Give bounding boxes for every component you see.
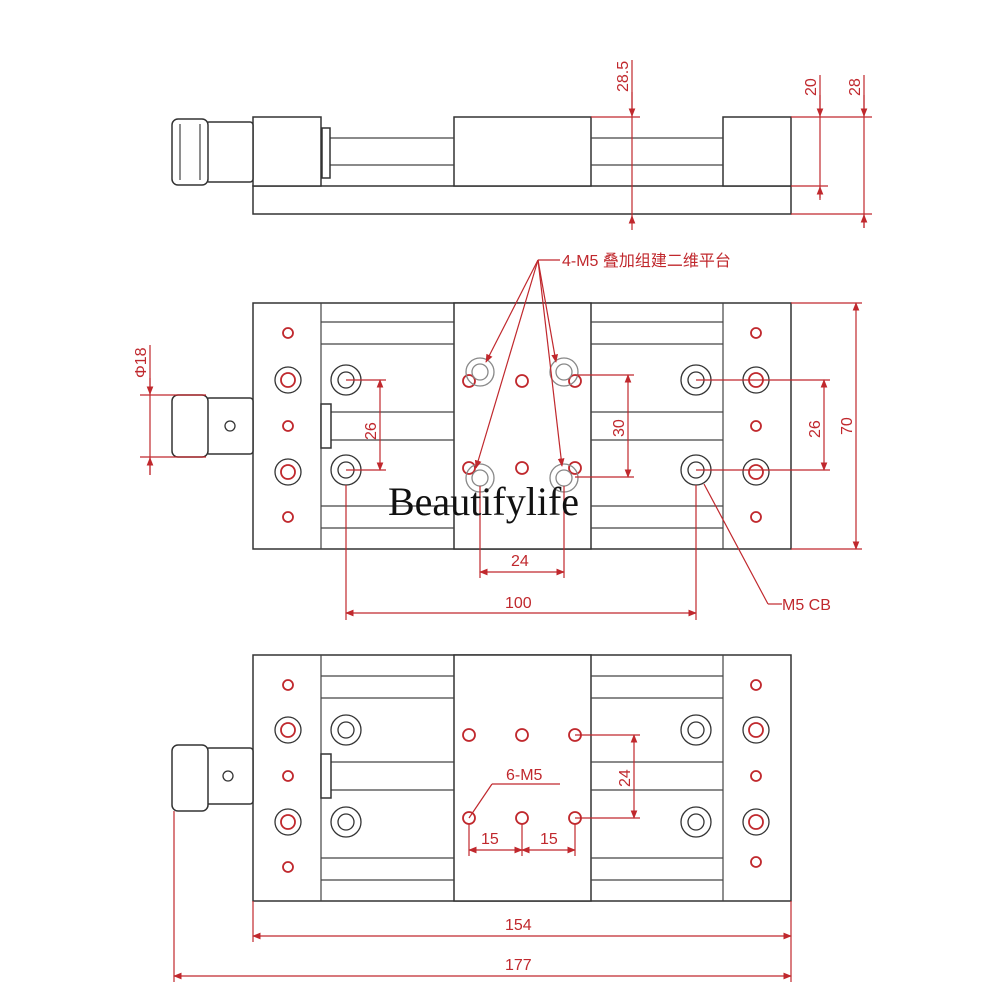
side-right-end-block xyxy=(722,116,792,187)
dim-label-diameter: Φ18 xyxy=(133,347,150,378)
dim-label-177: 177 xyxy=(505,957,532,974)
threaded-hole-icon xyxy=(515,374,529,388)
dim-label-26-left: 26 xyxy=(363,422,380,440)
mount-hole-icon xyxy=(750,511,762,523)
mount-hole-icon xyxy=(750,856,762,868)
side-knob xyxy=(171,118,209,186)
mount-hole-icon xyxy=(282,861,294,873)
side-screw-nut xyxy=(321,127,331,179)
bottom-screw-nut xyxy=(320,753,332,799)
threaded-hole-icon xyxy=(462,728,476,742)
threaded-hole-icon xyxy=(515,461,529,475)
mount-hole-icon xyxy=(750,327,762,339)
mount-hole-icon xyxy=(282,420,294,432)
mount-hole-icon xyxy=(750,770,762,782)
top-knob xyxy=(171,394,209,458)
callout-threaded-holes: 6-M5 xyxy=(506,767,543,784)
dim-label-30: 30 xyxy=(611,419,628,437)
bottom-knob-shaft xyxy=(205,747,254,805)
dim-label-24-bottom: 24 xyxy=(617,769,634,787)
threaded-hole-icon xyxy=(462,374,476,388)
mount-hole-icon xyxy=(750,679,762,691)
stacking-hole-icon xyxy=(549,357,579,387)
knob-set-screw-icon xyxy=(222,770,234,782)
dim-label-15-right: 15 xyxy=(540,831,558,848)
counterbore-hole-icon xyxy=(330,806,362,838)
top-view-dimensions: 4-M5 叠加组建二维平台 Φ18 26 30 26 70 24 xyxy=(133,252,862,620)
side-view xyxy=(171,116,792,215)
mount-hole-icon xyxy=(282,511,294,523)
watermark-text: Beautifylife xyxy=(388,479,579,524)
bottom-view-dimensions: 6-M5 24 15 15 154 177 xyxy=(173,734,792,982)
dim-label-20: 20 xyxy=(803,78,820,96)
threaded-hole-icon xyxy=(568,461,582,475)
dim-label-24-top: 24 xyxy=(511,553,529,570)
top-carriage xyxy=(453,302,592,550)
counterbore-hole-icon xyxy=(742,716,770,744)
counterbore-hole-icon xyxy=(742,458,770,486)
threaded-hole-icon xyxy=(515,728,529,742)
mount-hole-icon xyxy=(282,327,294,339)
stacking-hole-icon xyxy=(465,357,495,387)
dim-label-28-5: 28.5 xyxy=(615,61,632,92)
dim-label-154: 154 xyxy=(505,917,532,934)
side-left-end-block xyxy=(252,116,322,187)
mount-hole-icon xyxy=(282,770,294,782)
side-carriage xyxy=(453,116,592,187)
counterbore-hole-icon xyxy=(742,808,770,836)
dim-label-28: 28 xyxy=(847,78,864,96)
dim-label-15-left: 15 xyxy=(481,831,499,848)
counterbore-hole-icon xyxy=(274,366,302,394)
dim-label-100: 100 xyxy=(505,595,532,612)
side-view-dimensions: 28.5 20 28 xyxy=(591,60,872,230)
counterbore-hole-icon xyxy=(274,716,302,744)
dim-label-26-right: 26 xyxy=(807,420,824,438)
bottom-knob xyxy=(171,744,209,812)
counterbore-hole-icon xyxy=(680,714,712,746)
mount-hole-icon xyxy=(282,679,294,691)
callout-counterbore: M5 CB xyxy=(782,597,831,614)
counterbore-hole-icon xyxy=(680,806,712,838)
mount-hole-icon xyxy=(750,420,762,432)
counterbore-hole-icon xyxy=(274,458,302,486)
top-knob-shaft xyxy=(205,397,254,455)
knob-set-screw-icon xyxy=(224,420,236,432)
counterbore-hole-icon xyxy=(330,714,362,746)
counterbore-hole-icon xyxy=(274,808,302,836)
side-knob-shaft xyxy=(205,121,254,183)
dim-label-70: 70 xyxy=(839,417,856,435)
callout-stacking-holes: 4-M5 叠加组建二维平台 xyxy=(562,252,731,270)
bottom-view xyxy=(171,654,792,902)
side-base-plate xyxy=(252,185,792,215)
top-screw-nut xyxy=(320,403,332,449)
bottom-carriage xyxy=(453,654,592,902)
top-view xyxy=(171,302,792,550)
